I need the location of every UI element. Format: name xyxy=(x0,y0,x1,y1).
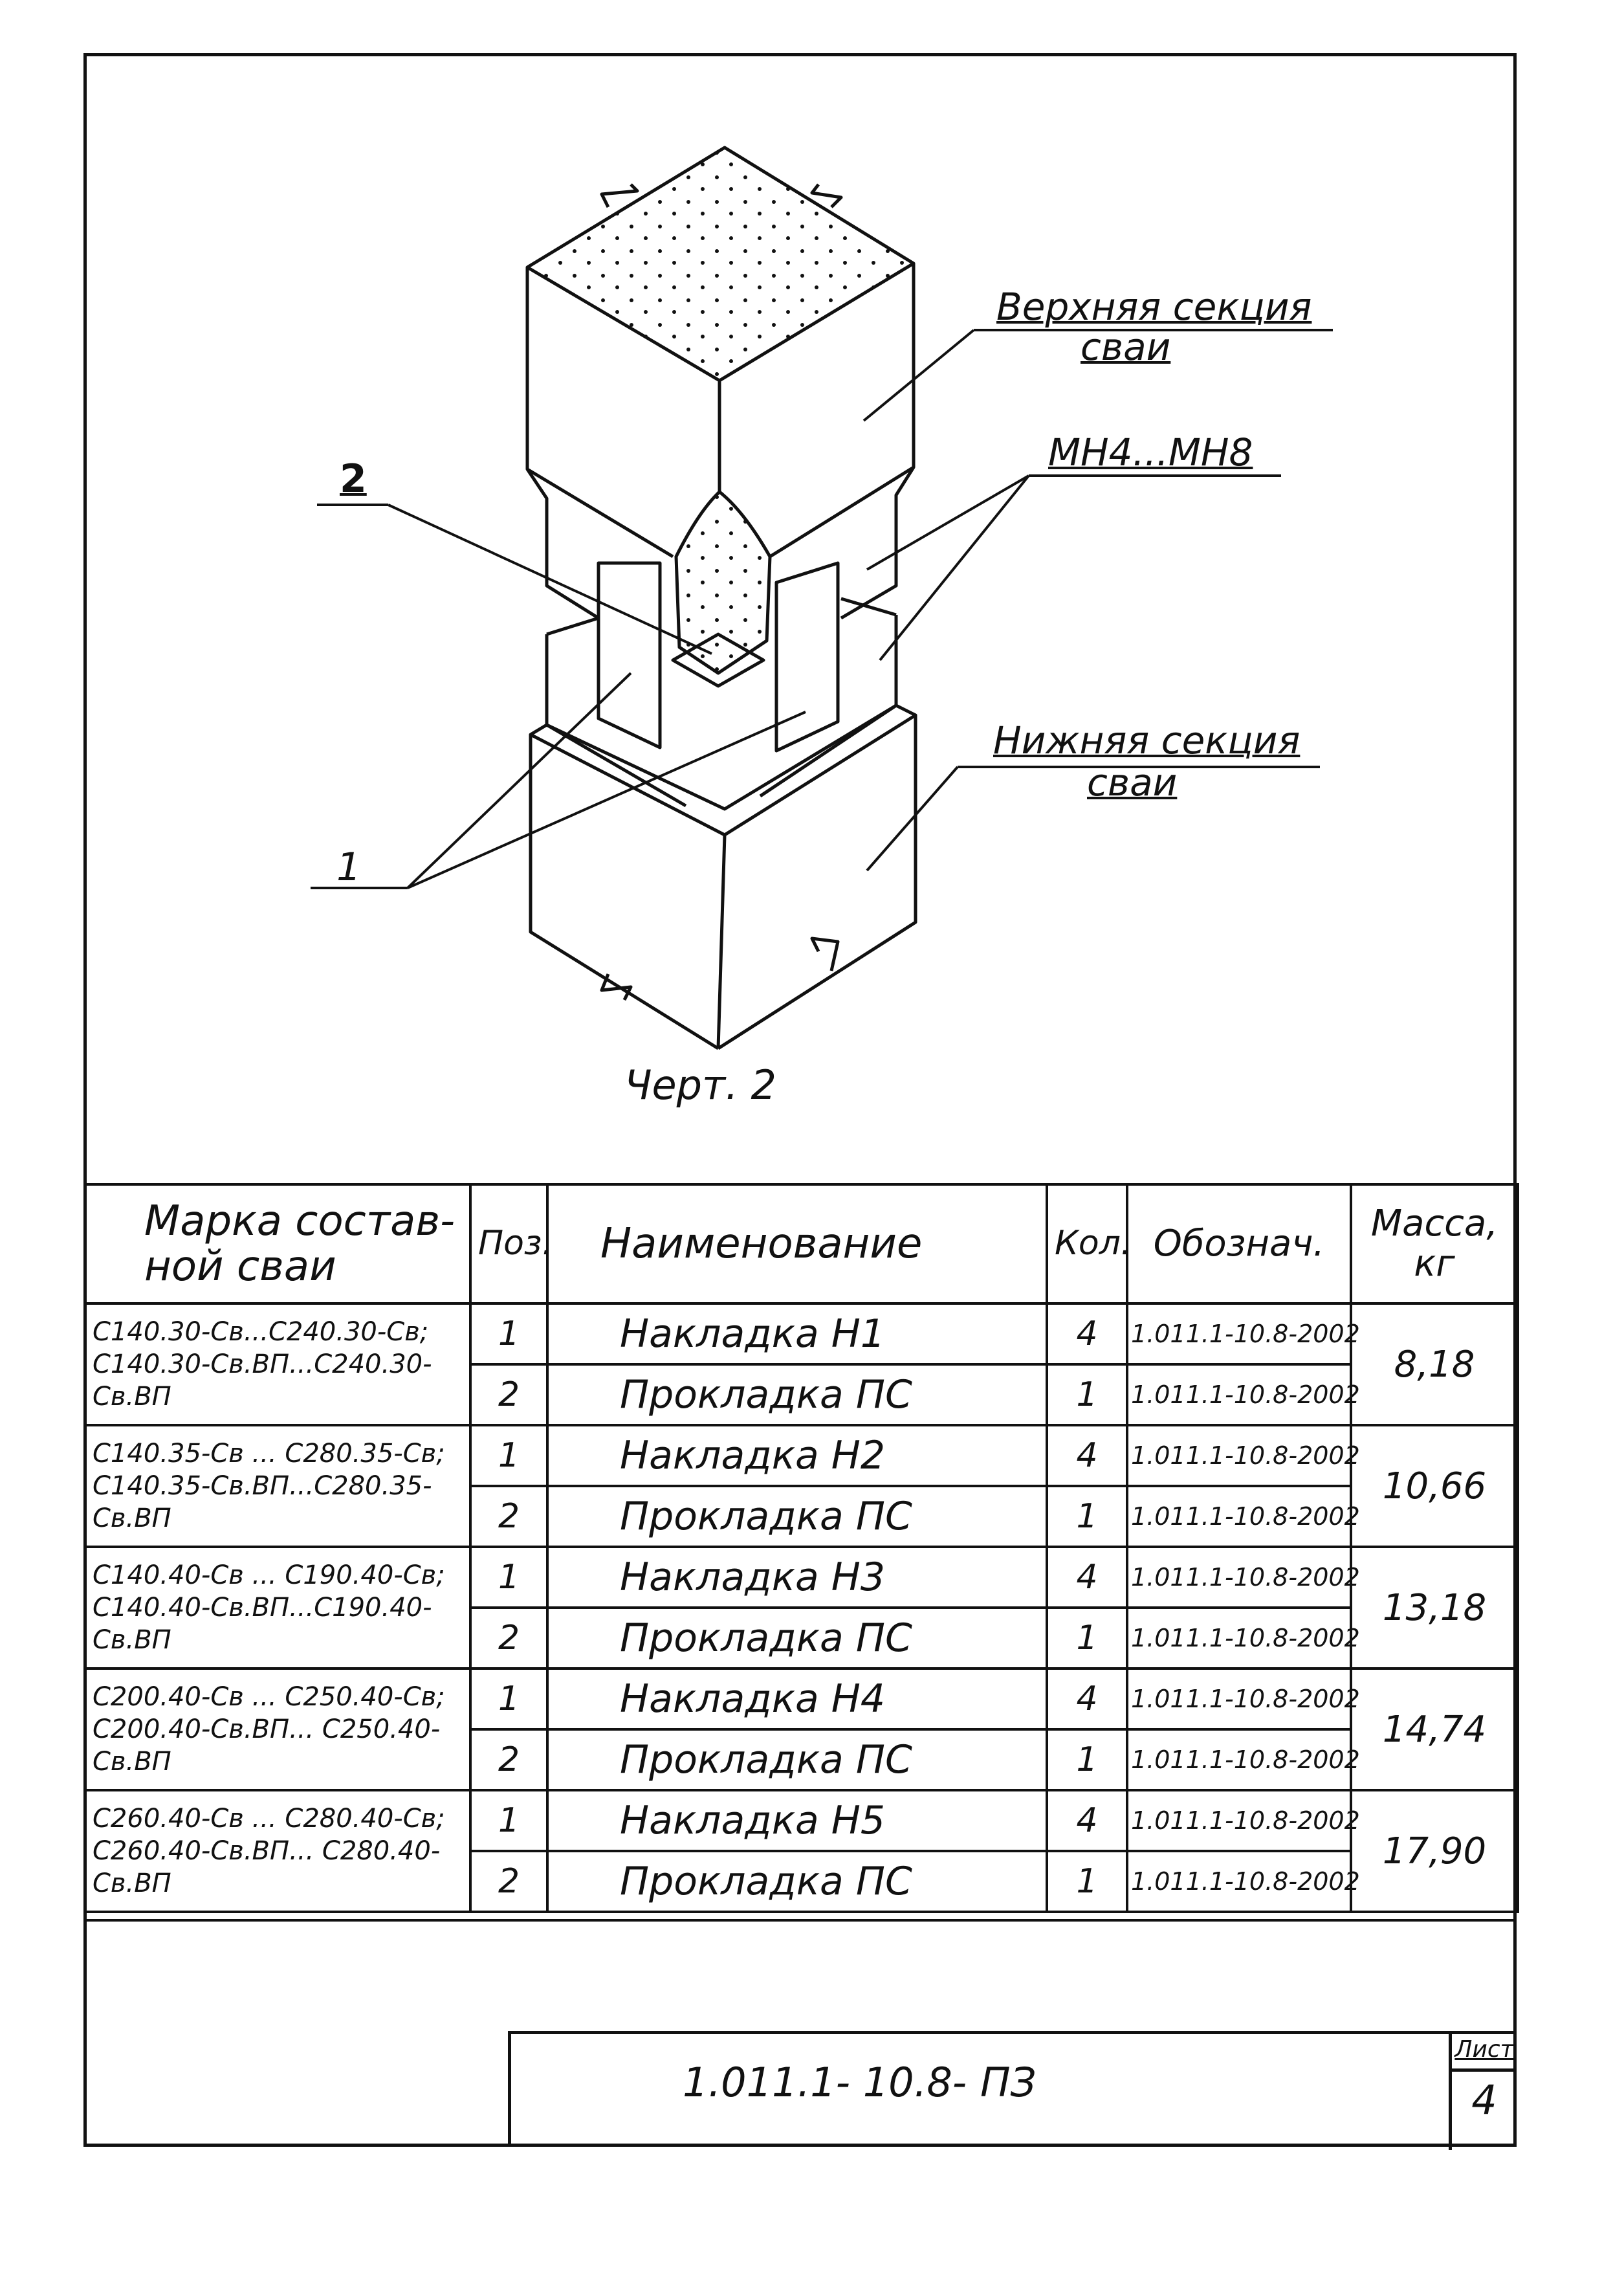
side-plate-left xyxy=(597,561,662,749)
drawing-caption: Черт. 2 xyxy=(624,1061,776,1109)
position-2-label: 2 xyxy=(340,456,367,502)
specification-table: Марка состав- ной сваи Поз. Наименование… xyxy=(83,1183,1519,1913)
cell-name: Накладка Н4 xyxy=(546,1667,1048,1731)
cell-name: Прокладка ПС xyxy=(546,1728,1048,1791)
cell-pos: 2 xyxy=(469,1363,549,1426)
drawing-frame xyxy=(83,53,1517,2147)
document-type: ПЗ xyxy=(980,2059,1037,2106)
mesh-label: МН4...МН8 xyxy=(1048,430,1253,474)
cutaway-core xyxy=(674,490,772,675)
cell-qty: 1 xyxy=(1046,1606,1128,1670)
header-mass: Масса, кг xyxy=(1350,1183,1519,1305)
sheet-cell: Лист 4 xyxy=(1449,2031,1517,2150)
cell-designation: 1.011.1-10.8-2002 xyxy=(1126,1850,1360,1913)
header-qty: Кол. xyxy=(1046,1183,1132,1305)
upper-section-top xyxy=(525,146,916,383)
cell-mass: 10,66 xyxy=(1350,1424,1519,1548)
cell-mark: С140.35-Св ... С280.35-Св; С140.35-Св.ВП… xyxy=(83,1424,472,1548)
cell-name: Прокладка ПС xyxy=(546,1363,1048,1426)
cell-name: Накладка Н2 xyxy=(546,1424,1048,1487)
cell-mark: С140.30-Св...С240.30-Св; С140.30-Св.ВП..… xyxy=(83,1302,472,1426)
table-row: С140.30-Св...С240.30-Св; С140.30-Св.ВП..… xyxy=(83,1302,1519,1426)
cell-pos: 1 xyxy=(469,1546,549,1609)
cell-qty: 1 xyxy=(1046,1728,1128,1791)
cell-qty: 4 xyxy=(1046,1789,1128,1852)
cell-designation: 1.011.1-10.8-2002 xyxy=(1126,1363,1360,1426)
cell-qty: 4 xyxy=(1046,1667,1128,1731)
cell-designation: 1.011.1-10.8-2002 xyxy=(1126,1546,1360,1609)
cell-designation: 1.011.1-10.8-2002 xyxy=(1126,1485,1360,1548)
side-plate-right xyxy=(774,561,840,753)
pad-plate xyxy=(671,632,765,688)
cell-designation: 1.011.1-10.8-2002 xyxy=(1126,1302,1360,1366)
cell-name: Прокладка ПС xyxy=(546,1485,1048,1548)
header-designation: Обознач. xyxy=(1126,1183,1352,1305)
cell-name: Накладка Н1 xyxy=(546,1302,1048,1366)
lower-section-right-face xyxy=(717,715,917,1050)
upper-section-label: Верхняя секция xyxy=(996,285,1312,329)
cell-designation: 1.011.1-10.8-2002 xyxy=(1126,1789,1360,1852)
table-row: С140.35-Св ... С280.35-Св; С140.35-Св.ВП… xyxy=(83,1424,1519,1548)
cell-name: Накладка Н3 xyxy=(546,1546,1048,1609)
cell-pos: 2 xyxy=(469,1485,549,1548)
cell-pos: 2 xyxy=(469,1606,549,1670)
sheet-label: Лист xyxy=(1452,2031,1517,2072)
table-bottom-border xyxy=(83,1919,1517,1922)
cell-qty: 1 xyxy=(1046,1485,1128,1548)
cell-mass: 17,90 xyxy=(1350,1789,1519,1913)
table-body: С140.30-Св...С240.30-Св; С140.30-Св.ВП..… xyxy=(83,1302,1519,1913)
header-mark: Марка состав- ной сваи xyxy=(83,1183,472,1305)
cell-pos: 2 xyxy=(469,1850,549,1913)
pile-joint-drawing xyxy=(311,146,1333,1050)
title-block: 1.011.1- 10.8- ПЗ Лист 4 xyxy=(508,2031,1517,2150)
cell-pos: 1 xyxy=(469,1667,549,1731)
document-code: 1.011.1- 10.8- xyxy=(683,2059,967,2106)
cell-name: Прокладка ПС xyxy=(546,1850,1048,1913)
table-row: С200.40-Св ... С250.40-Св; С200.40-Св.ВП… xyxy=(83,1667,1519,1791)
cell-mass: 8,18 xyxy=(1350,1302,1519,1426)
cell-mass: 13,18 xyxy=(1350,1546,1519,1670)
cell-mark: С260.40-Св ... С280.40-Св; С260.40-Св.ВП… xyxy=(83,1789,472,1913)
cell-designation: 1.011.1-10.8-2002 xyxy=(1126,1424,1360,1487)
cell-qty: 4 xyxy=(1046,1546,1128,1609)
position-1-label: 1 xyxy=(336,845,362,890)
sheet-number: 4 xyxy=(1471,2076,1497,2123)
cell-designation: 1.011.1-10.8-2002 xyxy=(1126,1667,1360,1731)
table-header-row: Марка состав- ной сваи Поз. Наименование… xyxy=(83,1183,1519,1305)
header-name: Наименование xyxy=(546,1183,1048,1305)
cell-pos: 2 xyxy=(469,1728,549,1791)
table-row: С140.40-Св ... С190.40-Св; С140.40-Св.ВП… xyxy=(83,1546,1519,1670)
lower-section-top xyxy=(529,704,917,837)
cell-designation: 1.011.1-10.8-2002 xyxy=(1126,1728,1360,1791)
cell-qty: 1 xyxy=(1046,1363,1128,1426)
header-pos: Поз. xyxy=(469,1183,553,1305)
cell-name: Накладка Н5 xyxy=(546,1789,1048,1852)
upper-section-label-line2: сваи xyxy=(1081,325,1171,369)
cell-qty: 4 xyxy=(1046,1424,1128,1487)
cell-pos: 1 xyxy=(469,1302,549,1366)
lower-section-label-line2: сваи xyxy=(1087,760,1178,804)
cell-mark: С200.40-Св ... С250.40-Св; С200.40-Св.ВП… xyxy=(83,1667,472,1791)
cell-qty: 4 xyxy=(1046,1302,1128,1366)
cell-qty: 1 xyxy=(1046,1850,1128,1913)
cell-pos: 1 xyxy=(469,1424,549,1487)
lower-section-left-face xyxy=(529,735,719,1050)
cell-mass: 14,74 xyxy=(1350,1667,1519,1791)
cell-pos: 1 xyxy=(469,1789,549,1852)
cell-mark: С140.40-Св ... С190.40-Св; С140.40-Св.ВП… xyxy=(83,1546,472,1670)
cell-designation: 1.011.1-10.8-2002 xyxy=(1126,1606,1360,1670)
lower-section-label: Нижняя секция xyxy=(993,718,1300,762)
cell-name: Прокладка ПС xyxy=(546,1606,1048,1670)
table-row: С260.40-Св ... С280.40-Св; С260.40-Св.ВП… xyxy=(83,1789,1519,1913)
